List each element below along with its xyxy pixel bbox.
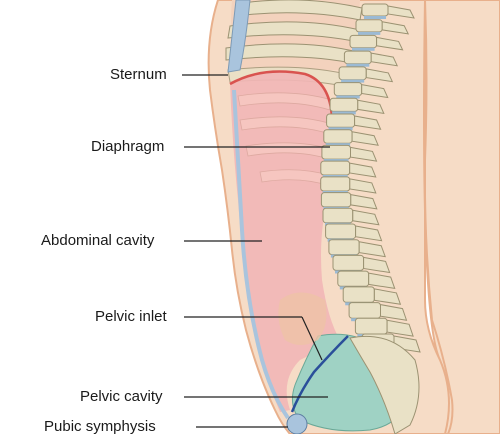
spinous-process [376,36,404,51]
leader-lines [182,74,330,428]
spinous-process [363,256,391,274]
intervertebral-disc [346,63,370,67]
spinous-process [357,99,385,115]
spinous-process [354,115,382,130]
back-outline [423,0,454,434]
vertebra-body [329,97,359,112]
spinous-process [373,288,402,305]
spinous-process [350,194,378,210]
vertebra-body [354,317,388,335]
intervertebral-disc [332,111,356,115]
spinous-process [368,272,396,290]
spinous-process [370,52,399,67]
vertebral-column [320,3,421,434]
vertebra-body [322,207,354,224]
intervertebral-disc [336,95,360,99]
vertebra-body [338,66,367,81]
label-pubic-symphysis: Pubic symphysis [44,418,156,434]
vertebra-body [328,239,360,256]
sacrum [349,335,420,434]
spinous-process [358,241,386,258]
label-diaphragm: Diaphragm [91,138,165,155]
intervertebral-disc [364,16,386,19]
vertebra-body [342,286,375,303]
label-pelvic-cavity: Pelvic cavity [80,388,163,405]
intervertebral-disc [341,79,365,83]
vertebra-body [320,192,352,208]
pelvic-inlet-line [290,335,349,413]
vertebra-body [343,50,372,65]
vertebra-body [320,176,351,192]
spinous-process [355,225,383,242]
spinous-process [380,304,408,321]
spinous-process [386,319,414,337]
spinous-process [350,146,378,162]
spinous-process [349,178,377,194]
spinous-process [381,21,410,35]
pubic-symphysis-bone [286,413,308,434]
label-abdominal-cavity: Abdominal cavity [41,232,155,249]
vertebra-body [326,113,356,128]
vertebra-body [332,254,365,271]
spinous-process [387,5,415,19]
vertebra-body [325,223,357,240]
vertebra-body [337,270,370,287]
vertebra-body [361,3,389,17]
spinous-process [349,162,377,178]
vertebra-body [333,82,363,97]
leader-pelvic-inlet-2 [301,316,323,361]
vertebra-body [349,34,378,49]
spinous-process [361,84,389,99]
label-sternum: Sternum [110,66,167,83]
vertebra-body [348,302,382,319]
peritoneal-lining [232,89,290,420]
spinous-process [365,68,394,83]
vertebra-body [320,160,351,176]
vertebra-body [355,19,383,33]
label-pelvic-inlet: Pelvic inlet [95,308,167,325]
spinous-process [352,209,380,226]
vertebra-body [323,129,353,144]
spinous-process [351,131,379,146]
intervertebral-disc [358,31,381,35]
intervertebral-disc [328,127,353,131]
intervertebral-disc [352,47,375,51]
sternum-bone [227,0,251,73]
intervertebral-disc [325,143,351,147]
